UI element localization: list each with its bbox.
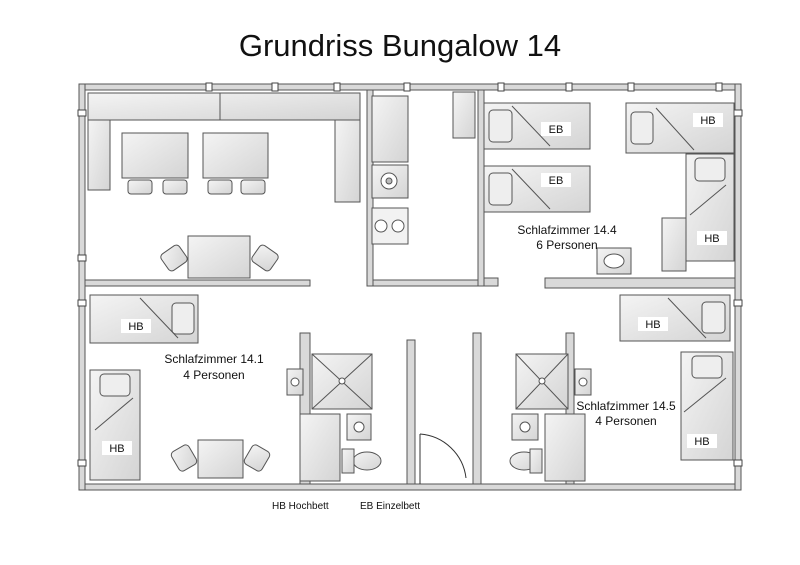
room-14-1-labels: HB HB Schlafzimmer 14.1 4 Personen xyxy=(102,319,264,455)
bed-label: EB xyxy=(549,175,564,187)
room-14-4-furniture xyxy=(483,102,735,275)
bed-label: HB xyxy=(128,321,143,333)
window-markers xyxy=(77,82,743,467)
bed-label: HB xyxy=(109,443,124,455)
room-name: Schlafzimmer 14.4 xyxy=(517,223,617,237)
entrance-door xyxy=(419,433,467,484)
room-14-1-furniture xyxy=(89,294,271,481)
room-14-4-labels: EB EB HB HB Schlafzimmer 14.4 6 Personen xyxy=(517,113,727,252)
room-name: Schlafzimmer 14.5 xyxy=(576,399,676,413)
room-capacity: 6 Personen xyxy=(536,238,597,252)
room-capacity: 4 Personen xyxy=(183,368,244,382)
bed-label: HB xyxy=(645,319,660,331)
bed-label: HB xyxy=(704,233,719,245)
kitchen-counter xyxy=(87,92,361,203)
bed-label: EB xyxy=(549,124,564,136)
room-14-5-labels: HB HB Schlafzimmer 14.5 4 Personen xyxy=(576,317,717,448)
legend-einzelbett: EB Einzelbett xyxy=(360,501,421,512)
bathroom-left xyxy=(286,353,382,482)
room-capacity: 4 Personen xyxy=(595,414,656,428)
plan-title: Grundriss Bungalow 14 xyxy=(238,28,562,63)
bathroom-right xyxy=(509,353,592,482)
legend-hochbett: HB Hochbett xyxy=(272,501,329,512)
bed-label: HB xyxy=(700,115,715,127)
kitchen-unit xyxy=(371,91,476,245)
dining-tables xyxy=(121,132,279,279)
room-name: Schlafzimmer 14.1 xyxy=(164,352,264,366)
bed-label: HB xyxy=(694,436,709,448)
